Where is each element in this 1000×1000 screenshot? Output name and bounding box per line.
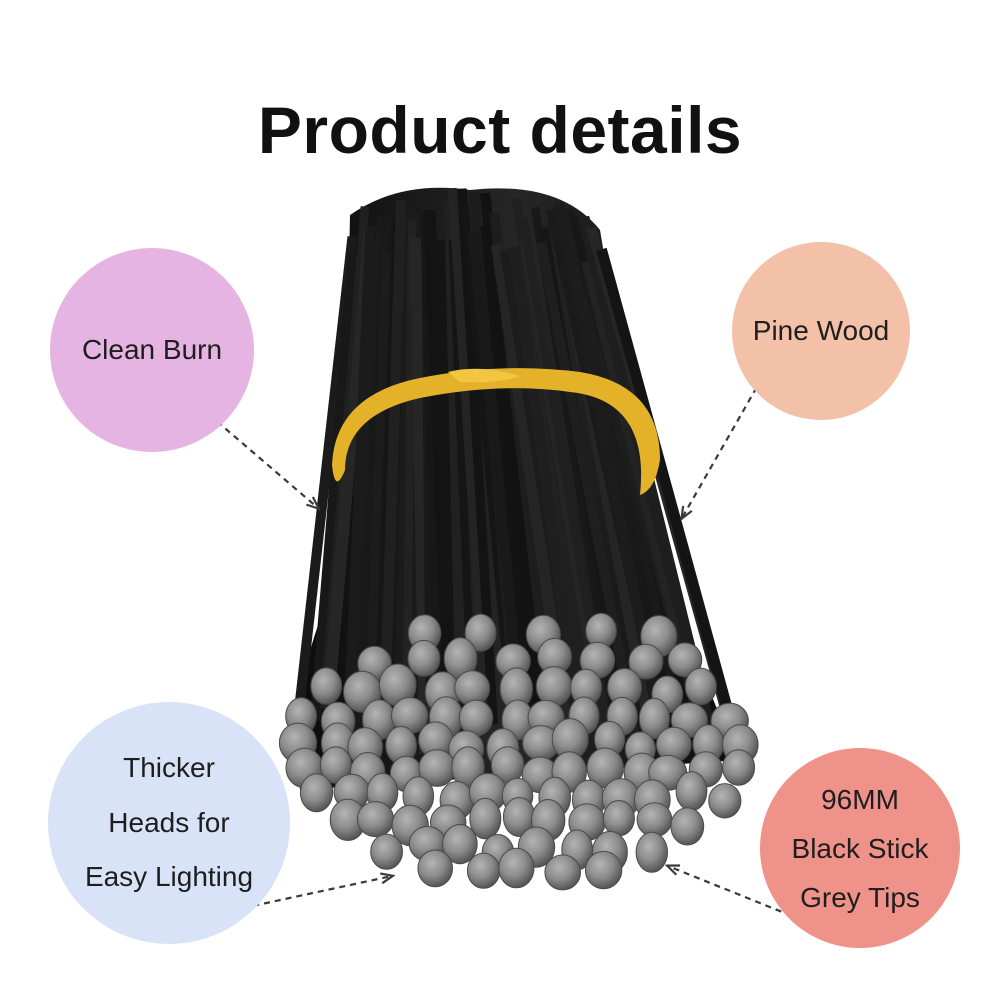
callout-line: Easy Lighting [84,861,254,893]
callout-clean-burn: Clean Burn [50,248,254,452]
match-tip [407,639,441,677]
match-tip [722,749,756,786]
callout-pine-wood: Pine Wood [732,242,910,420]
callout-line: Pine Wood [752,314,890,346]
match-stick [536,241,643,751]
match-tip [684,667,717,706]
match-tip [638,697,671,740]
match-tips [278,612,759,891]
callout-line: 96MM [821,783,899,815]
callout-line: Black Stick [791,832,929,864]
match-stick [309,253,360,721]
match-tip [708,783,742,819]
match-tip [310,667,343,705]
callout-thicker-heads: Thicker Heads for Easy Lighting [48,702,290,944]
rubber-band [332,368,660,495]
match-tip [635,831,668,873]
match-tip [442,824,478,865]
callout-line: Grey Tips [800,881,920,913]
match-stick [343,215,387,754]
match-tip [469,797,502,840]
match-tip [370,833,404,870]
match-tip [299,773,334,813]
page-title: Product details [257,93,743,168]
match-tip [667,642,703,678]
callout-line: Heads for [108,806,230,838]
match-tip [464,613,497,652]
match-tip [498,847,535,889]
match-tip [670,807,705,846]
match-stick [379,199,407,721]
match-sticks [294,187,739,756]
callout-stick-spec: 96MM Black Stick Grey Tips [760,748,960,948]
match-tip [584,850,623,890]
match-stick [508,246,590,756]
pine-wood-arrow [682,377,763,518]
match-stick [460,204,515,703]
callout-line: Clean Burn [81,333,223,365]
match-stick [423,210,456,723]
callout-line: Thicker [123,752,215,784]
match-stick [596,247,739,732]
match-tip [628,643,664,680]
match-tip [544,854,582,891]
match-tip [417,849,454,888]
